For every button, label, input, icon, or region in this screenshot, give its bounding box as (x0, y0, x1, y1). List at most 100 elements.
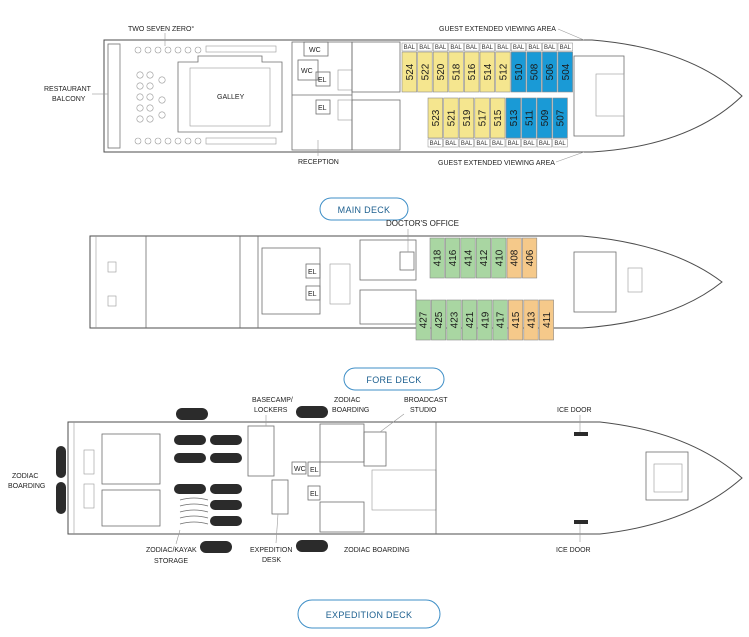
label-exp-el-1: EL (310, 467, 319, 474)
balcony (427, 138, 443, 148)
expedition-desk-counter (271, 479, 289, 515)
label-lockers: LOCKERS (254, 407, 288, 414)
cabin (448, 51, 464, 93)
cabin-number: 504 (561, 63, 572, 80)
zodiac-icon (174, 484, 206, 494)
fore-deck-hull (89, 235, 723, 329)
label-el-2: EL (318, 105, 327, 112)
wc-room-2 (297, 59, 319, 81)
label-ice-door-top: ICE DOOR (557, 407, 592, 414)
balcony (432, 42, 449, 52)
balcony-label: BAL (445, 141, 457, 147)
cabin (432, 51, 449, 93)
balcony-label: BAL (544, 45, 556, 51)
galley-outline (177, 55, 283, 133)
cabin (415, 299, 431, 341)
cabin (443, 97, 459, 139)
main-deck-pill (319, 197, 409, 221)
cabin (506, 237, 522, 279)
cabin-number: 425 (434, 311, 445, 328)
balcony-label: BAL (404, 45, 416, 51)
zodiac-icon (174, 453, 206, 463)
fore-aft-stair-1 (107, 261, 117, 273)
balcony (443, 138, 459, 148)
label-fore-el-1: EL (308, 269, 317, 276)
cabin-number: 506 (545, 63, 556, 80)
ice-door-bottom-icon (574, 520, 588, 524)
expedition-deck-pill (297, 599, 441, 629)
balcony-label: BAL (461, 141, 473, 147)
cabin (536, 97, 553, 139)
balcony-label: BAL (528, 45, 540, 51)
balcony (448, 42, 464, 52)
label-zodiac-left: ZODIAC (12, 473, 38, 480)
balcony-label: BAL (492, 141, 504, 147)
balcony-label: BAL (508, 141, 520, 147)
label-wc-2: WC (301, 68, 313, 75)
label-basecamp: BASECAMP/ (252, 397, 293, 404)
cabin-number: 414 (464, 249, 475, 266)
balcony (495, 42, 511, 52)
fore-bow-box (627, 267, 643, 293)
cabin (538, 299, 554, 341)
zodiac-icon (56, 446, 66, 478)
cabin (401, 51, 417, 93)
cabin-number: 427 (419, 311, 430, 328)
exp-el-box-2 (307, 485, 321, 501)
fore-fwd-room (573, 251, 617, 313)
cabin-number: 513 (509, 109, 520, 126)
main-deck-bottom-cabins: 523BAL521BAL519BAL517BAL515BAL513BAL511B… (427, 97, 568, 148)
zodiac-boarding-room-bottom (319, 501, 365, 533)
zodiac-icon (210, 435, 242, 445)
cabin (446, 299, 462, 341)
label-exp-el-2: EL (310, 491, 319, 498)
balcony (417, 42, 433, 52)
cabin (557, 51, 573, 93)
main-deck: 524BAL522BAL520BAL518BAL516BAL514BAL512B… (44, 25, 743, 221)
exp-storage-bottom (101, 489, 161, 527)
cabin (474, 97, 490, 139)
cabin-number: 421 (465, 311, 476, 328)
main-deck-top-cabins: 524BAL522BAL520BAL518BAL516BAL514BAL512B… (401, 42, 573, 93)
fore-deck-title: FORE DECK (366, 375, 421, 385)
balcony-label: BAL (430, 141, 442, 147)
cabin (429, 237, 445, 279)
zodiac-icon (56, 482, 66, 514)
cabin (445, 237, 461, 279)
cabin-number: 411 (542, 312, 553, 328)
label-storage: STORAGE (154, 558, 188, 565)
cabin-number: 408 (510, 249, 521, 266)
label-studio: STUDIO (410, 407, 437, 414)
label-reception: RECEPTION (298, 159, 339, 166)
zodiac-icon (210, 484, 242, 494)
restaurant-tables (134, 46, 202, 145)
balcony (505, 138, 521, 148)
cabin-number: 518 (452, 63, 463, 80)
expedition-deck: ZODIAC BOARDING BASECAMP/ LOCKERS ZODIAC… (8, 397, 743, 629)
balcony-label: BAL (476, 141, 488, 147)
fore-room-a (359, 239, 417, 281)
balcony-label: BAL (513, 45, 525, 51)
cabin (491, 237, 507, 279)
balcony (557, 42, 573, 52)
label-el-1: EL (318, 77, 327, 84)
balcony (542, 42, 558, 52)
zodiac-icon (200, 541, 232, 553)
label-guest-view-bottom: GUEST EXTENDED VIEWING AREA (438, 160, 555, 167)
fore-stairs (329, 263, 351, 305)
label-guest-view-top: GUEST EXTENDED VIEWING AREA (439, 26, 556, 33)
label-zodiac-bottom: ZODIAC BOARDING (344, 547, 410, 554)
cabin (458, 97, 475, 139)
balcony (458, 138, 475, 148)
balcony (510, 42, 527, 52)
cabin (526, 51, 542, 93)
main-deck-title: MAIN DECK (338, 205, 391, 215)
label-kayak: ZODIAC/KAYAK (146, 547, 197, 554)
cabin (490, 97, 506, 139)
el-box-2 (315, 99, 331, 115)
el-box-1 (315, 71, 331, 87)
label-zodiac-top: ZODIAC (334, 397, 360, 404)
cabin (461, 299, 477, 341)
